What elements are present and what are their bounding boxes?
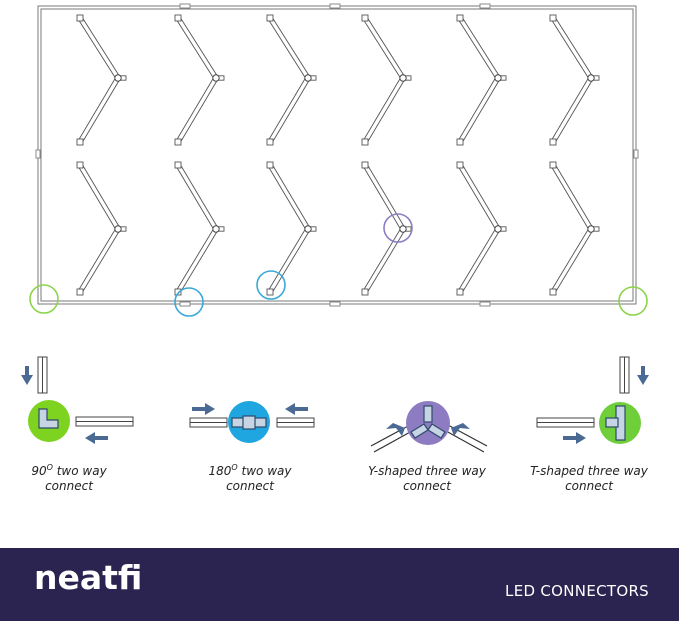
light-bar — [267, 227, 311, 294]
light-bar — [175, 163, 219, 231]
light-bar — [267, 76, 311, 144]
footer-bar: neatfi LED CONNECTORS — [0, 548, 679, 621]
light-bar — [175, 227, 219, 294]
light-bar — [457, 76, 501, 144]
caption-y-connector: Y-shaped three way connect — [368, 464, 486, 493]
bar-end-cap — [361, 138, 369, 146]
light-bar — [77, 163, 121, 231]
arrow-left-icon — [285, 403, 308, 415]
light-bar — [550, 163, 594, 231]
light-bar — [175, 76, 219, 144]
arrow-right-icon — [563, 432, 586, 444]
brand-logo: neatfi — [34, 558, 143, 597]
arrow-down-right-icon — [386, 423, 405, 436]
bar-end-cap — [76, 288, 84, 296]
bar-end-cap — [174, 161, 182, 169]
bar-end-cap — [266, 288, 274, 296]
y-joint — [212, 225, 220, 233]
highlight-circle-180-bar — [256, 270, 286, 300]
bar-end-cap — [76, 14, 84, 22]
highlight-circle-y — [383, 213, 413, 243]
bar-end-cap — [266, 14, 274, 22]
connector-90-illustration — [21, 356, 134, 444]
bar-end-cap — [549, 161, 557, 169]
arrow-down-icon — [21, 366, 33, 385]
bar-end-cap — [174, 14, 182, 22]
bar-end-cap — [266, 138, 274, 146]
bar-end-cap — [456, 138, 464, 146]
y-joint — [114, 74, 122, 82]
bar-end-cap — [456, 161, 464, 169]
light-bar — [362, 76, 406, 144]
light-bar — [175, 16, 219, 80]
chevron-light-bars — [76, 14, 600, 296]
connector-y-illustration — [370, 401, 488, 453]
connector-t-illustration — [536, 356, 649, 444]
caption-t-connector: T-shaped three way connect — [530, 464, 648, 493]
arrow-down-icon — [637, 366, 649, 385]
light-bar — [77, 227, 121, 294]
frame — [37, 5, 637, 305]
caption-180-connector: 180O two way connect — [208, 463, 292, 493]
y-joint — [114, 225, 122, 233]
arrow-right-icon — [192, 403, 215, 415]
bar-end-cap — [174, 288, 182, 296]
bar-end-cap — [361, 161, 369, 169]
y-joint — [304, 74, 312, 82]
y-joint — [587, 225, 595, 233]
bar-end-cap — [266, 161, 274, 169]
bar-end-cap — [174, 138, 182, 146]
light-bar — [457, 163, 501, 231]
light-bar — [77, 16, 121, 80]
bar-end-cap — [76, 161, 84, 169]
bar-end-cap — [361, 288, 369, 296]
caption-90-connector: 90O two way connect — [31, 463, 107, 493]
arrow-left-icon — [85, 432, 108, 444]
y-joint — [494, 74, 502, 82]
highlight-circle-90-right — [618, 286, 648, 316]
light-bar — [457, 16, 501, 80]
bar-end-cap — [361, 14, 369, 22]
light-bar — [550, 227, 594, 294]
light-bar — [550, 16, 594, 80]
y-joint — [587, 74, 595, 82]
light-bar — [267, 16, 311, 80]
light-bar — [362, 16, 406, 80]
connector-180-illustration — [189, 401, 315, 443]
light-bar — [77, 76, 121, 144]
light-bar — [362, 227, 406, 294]
connector-diagram — [21, 3, 649, 453]
y-joint — [494, 225, 502, 233]
highlight-circle-180-frame — [174, 287, 204, 317]
arrow-down-left-icon — [451, 423, 470, 436]
bar-end-cap — [549, 14, 557, 22]
highlight-circle-90-left — [29, 284, 59, 314]
y-joint — [399, 74, 407, 82]
light-bar — [267, 163, 311, 231]
light-bar — [362, 163, 406, 231]
light-bar — [457, 227, 501, 294]
bar-end-cap — [456, 14, 464, 22]
light-bar — [550, 76, 594, 144]
y-joint — [399, 225, 407, 233]
frame-joints — [35, 3, 639, 307]
y-joint — [212, 74, 220, 82]
bar-end-cap — [76, 138, 84, 146]
footer-title: LED CONNECTORS — [505, 582, 649, 600]
bar-end-cap — [549, 288, 557, 296]
y-joint — [304, 225, 312, 233]
bar-end-cap — [549, 138, 557, 146]
bar-end-cap — [456, 288, 464, 296]
